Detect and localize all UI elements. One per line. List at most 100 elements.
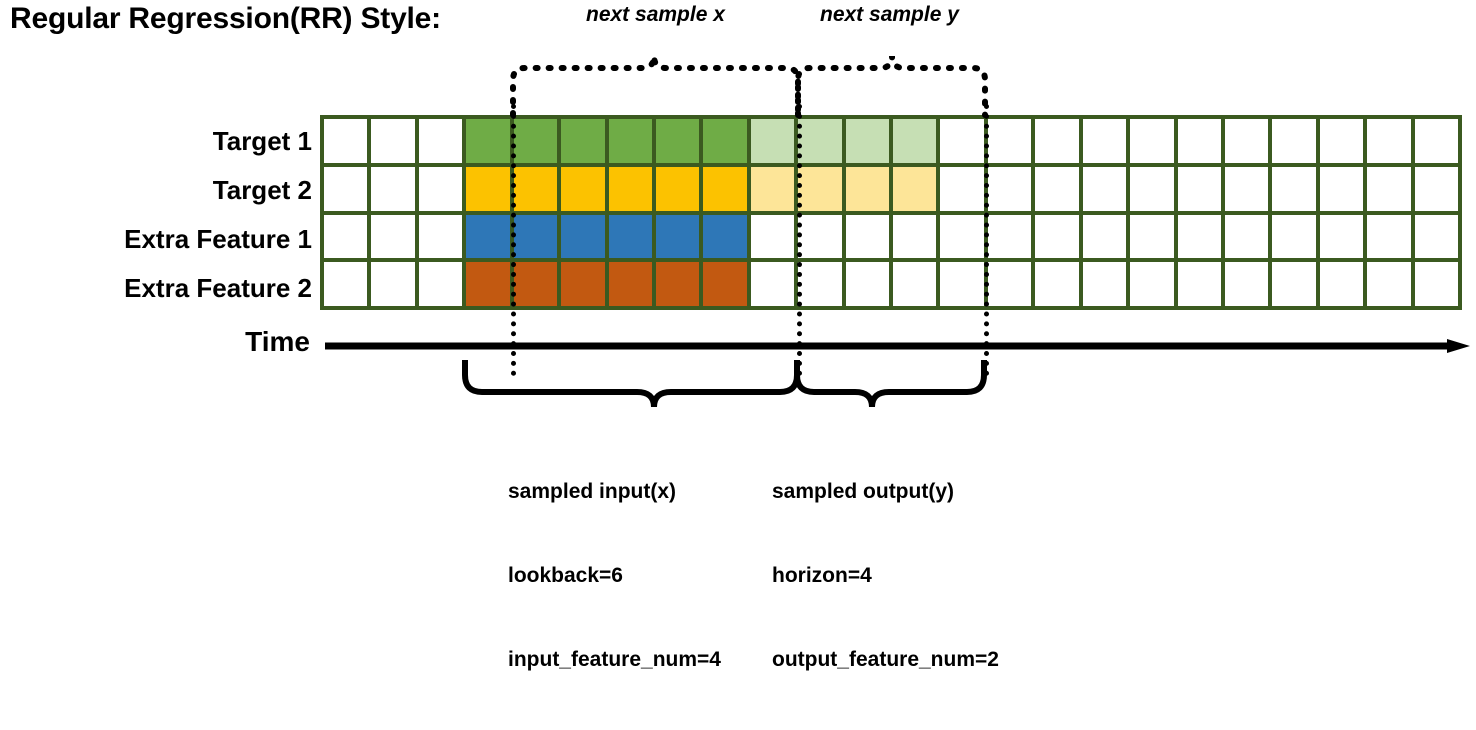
cell-target-input xyxy=(513,119,558,163)
cell-empty xyxy=(324,166,368,211)
cell-target-input xyxy=(466,119,510,163)
cell-empty xyxy=(1130,166,1174,211)
cell-target-input xyxy=(608,166,652,211)
cell-empty xyxy=(1177,119,1221,163)
cell-feature-input xyxy=(703,214,747,259)
cell-empty xyxy=(750,214,795,259)
cell-feature-input xyxy=(655,262,700,306)
cell-target-output xyxy=(750,166,795,211)
cell-empty xyxy=(1130,119,1174,163)
caption-input-lookback: lookback=6 xyxy=(508,564,623,587)
cell-empty xyxy=(798,214,842,259)
cell-empty xyxy=(418,262,463,306)
cell-empty xyxy=(1272,166,1316,211)
cell-target-input xyxy=(608,119,652,163)
top-brace-x xyxy=(510,55,801,118)
cell-empty xyxy=(1224,214,1269,259)
timeseries-grid xyxy=(320,115,1462,310)
cell-empty xyxy=(1272,262,1316,306)
cell-feature-input xyxy=(561,214,605,259)
cell-empty xyxy=(1082,119,1127,163)
cell-empty xyxy=(418,214,463,259)
time-axis-label: Time xyxy=(245,326,310,357)
cell-feature-input xyxy=(608,262,652,306)
row-label-extra-feature-2: Extra Feature 2 xyxy=(124,273,312,303)
cell-empty xyxy=(1177,262,1221,306)
row-label-column: Target 1 Target 2 Extra Feature 1 Extra … xyxy=(0,115,312,311)
cell-empty xyxy=(1414,119,1458,163)
cell-empty xyxy=(1035,166,1079,211)
cell-empty xyxy=(1224,166,1269,211)
caption-input-feature-num: input_feature_num=4 xyxy=(508,648,721,671)
cell-empty xyxy=(371,119,415,163)
cell-empty xyxy=(1082,166,1127,211)
row-label-extra-feature-1: Extra Feature 1 xyxy=(124,224,312,254)
cell-empty xyxy=(371,214,415,259)
caption-output-title: sampled output(y) xyxy=(772,480,954,503)
cell-empty xyxy=(1272,119,1316,163)
cell-empty xyxy=(324,214,368,259)
cell-empty xyxy=(324,119,368,163)
cell-empty xyxy=(371,166,415,211)
cell-empty xyxy=(418,166,463,211)
cell-empty xyxy=(987,262,1032,306)
cell-empty xyxy=(940,214,984,259)
cell-empty xyxy=(1367,119,1411,163)
cell-feature-input xyxy=(466,262,510,306)
bottom-brace-input xyxy=(462,360,800,408)
cell-empty xyxy=(750,262,795,306)
cell-feature-input xyxy=(513,214,558,259)
diagram-canvas: Regular Regression(RR) Style: Target 1 T… xyxy=(0,2,1470,671)
guide-line-input-start xyxy=(511,104,516,376)
cell-target-output xyxy=(845,166,889,211)
cell-target-input xyxy=(703,166,747,211)
cell-target-output xyxy=(798,119,842,163)
caption-sampled-input: sampled input(x) lookback=6 input_featur… xyxy=(508,422,721,730)
page-title: Regular Regression(RR) Style: xyxy=(10,2,441,35)
guide-line-output-end xyxy=(984,104,989,376)
cell-target-input xyxy=(561,119,605,163)
cell-target-input xyxy=(703,119,747,163)
cell-empty xyxy=(987,214,1032,259)
caption-input-title: sampled input(x) xyxy=(508,480,677,503)
row-label-target-2: Target 2 xyxy=(212,175,312,205)
cell-target-input xyxy=(655,119,700,163)
caption-sampled-output: sampled output(y) horizon=4 output_featu… xyxy=(772,422,999,730)
cell-feature-input xyxy=(608,214,652,259)
cell-empty xyxy=(1367,214,1411,259)
row-label-target-1: Target 1 xyxy=(212,126,312,156)
cell-target-output xyxy=(893,119,937,163)
cell-empty xyxy=(893,214,937,259)
cell-empty xyxy=(1035,214,1079,259)
cell-empty xyxy=(1319,166,1364,211)
cell-target-output xyxy=(798,166,842,211)
cell-empty xyxy=(940,119,984,163)
cell-empty xyxy=(1319,214,1364,259)
cell-target-input xyxy=(655,166,700,211)
cell-empty xyxy=(845,214,889,259)
guide-line-input-end xyxy=(797,104,802,376)
cell-empty xyxy=(940,166,984,211)
cell-empty xyxy=(1319,119,1364,163)
cell-empty xyxy=(1082,262,1127,306)
cell-empty xyxy=(1177,214,1221,259)
top-brace-label-next-sample-y: next sample y xyxy=(820,3,959,26)
cell-empty xyxy=(1414,166,1458,211)
cell-feature-input xyxy=(513,262,558,306)
bottom-brace-output xyxy=(794,360,987,408)
top-brace-y xyxy=(795,55,988,118)
cell-empty xyxy=(1130,214,1174,259)
cell-empty xyxy=(1224,119,1269,163)
caption-output-horizon: horizon=4 xyxy=(772,564,872,587)
cell-empty xyxy=(1367,262,1411,306)
cell-empty xyxy=(893,262,937,306)
cell-empty xyxy=(1035,119,1079,163)
cell-empty xyxy=(845,262,889,306)
cell-empty xyxy=(418,119,463,163)
cell-target-input xyxy=(561,166,605,211)
cell-empty xyxy=(987,166,1032,211)
cell-target-output xyxy=(845,119,889,163)
cell-empty xyxy=(1319,262,1364,306)
cell-empty xyxy=(1414,214,1458,259)
cell-target-input xyxy=(466,166,510,211)
